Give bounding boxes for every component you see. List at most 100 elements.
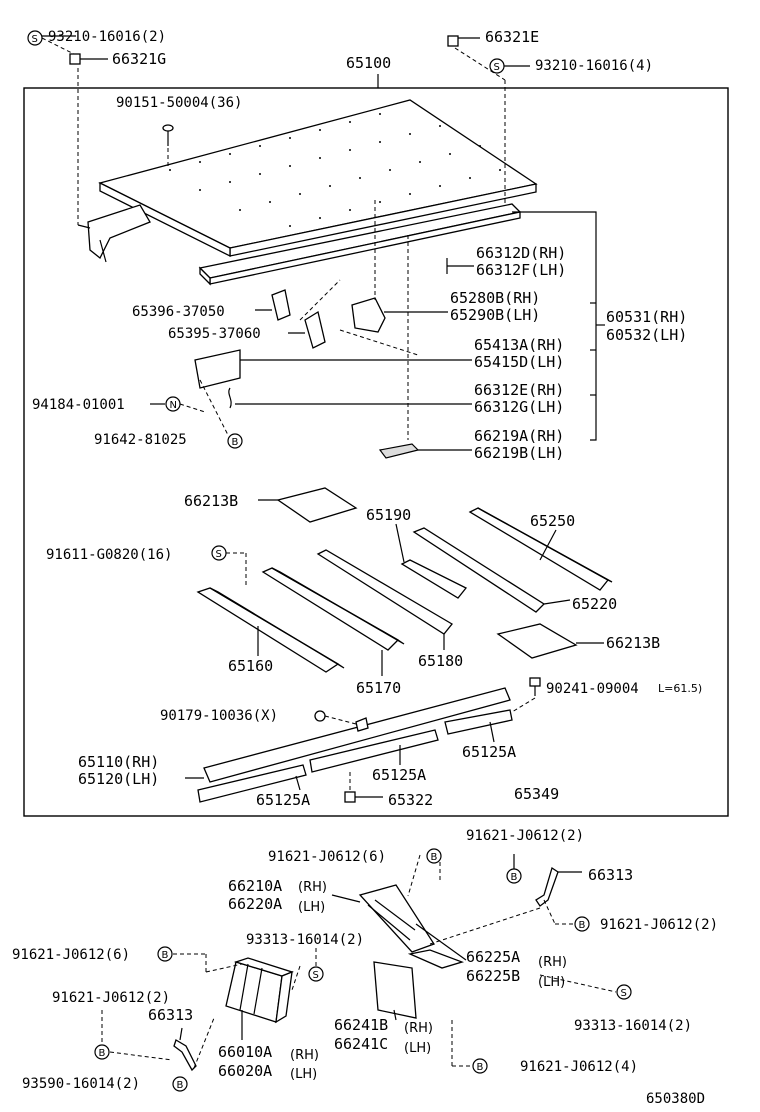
- svg-text:B: B: [431, 852, 438, 863]
- svg-text:N: N: [170, 400, 177, 411]
- label-66219b: 66219B(LH): [474, 444, 564, 462]
- label-65100: 65100: [346, 54, 391, 72]
- part-65170: [261, 567, 405, 676]
- symbol-b-1: B: [227, 433, 243, 449]
- label-91621-d: 91621-J0612(6): [12, 947, 130, 963]
- label-66313-left: 66313: [148, 1006, 193, 1024]
- label-66010a-side: (RH): [290, 1048, 319, 1063]
- assembly-frame: [23, 87, 729, 817]
- svg-text:B: B: [477, 1062, 484, 1073]
- bracket-65395: [288, 310, 326, 349]
- label-65190: 65190: [366, 506, 411, 524]
- label-91621-f: 91621-J0612(4): [520, 1059, 638, 1075]
- sill-65110: [185, 687, 511, 783]
- strip-66225a: [407, 923, 467, 969]
- label-65170: 65170: [356, 679, 401, 697]
- label-65125a-middle: 65125A: [372, 766, 426, 784]
- label-91621-a: 91621-J0612(2): [466, 828, 584, 844]
- label-66213b-a: 66213B: [184, 492, 238, 510]
- label-65280b: 65280B(RH): [450, 289, 540, 307]
- label-90241-length: L=61.5): [658, 682, 702, 695]
- label-60531: 60531(RH): [606, 308, 687, 326]
- label-65413a: 65413A(RH): [474, 336, 564, 354]
- label-93210-b: 93210-16016(4): [535, 58, 653, 74]
- label-66225b-side: (LH): [538, 975, 565, 990]
- label-90179: 90179-10036(X): [160, 708, 278, 724]
- label-65395: 65395-37060: [168, 326, 261, 342]
- label-93313-a: 93313-16014(2): [246, 932, 364, 948]
- bracket-65280b: [351, 297, 448, 333]
- label-65180: 65180: [418, 652, 463, 670]
- label-65250: 65250: [530, 512, 575, 530]
- label-66225a: 66225A: [466, 948, 520, 966]
- label-66241b-side: (RH): [404, 1021, 433, 1036]
- label-66241c: 66241C: [334, 1035, 388, 1053]
- pin-66312d: [446, 258, 474, 274]
- label-66312g: 66312G(LH): [474, 398, 564, 416]
- svg-text:S: S: [32, 34, 38, 45]
- label-65322: 65322: [388, 791, 433, 809]
- label-91642: 91642-81025: [94, 432, 187, 448]
- label-66313-right: 66313: [588, 866, 633, 884]
- label-65220: 65220: [572, 595, 617, 613]
- symbol-b-2: B: [426, 848, 442, 864]
- label-60532: 60532(LH): [606, 326, 687, 344]
- label-66225b: 66225B: [466, 967, 520, 985]
- symbol-n-1: N: [165, 396, 181, 412]
- part-65160: [196, 587, 345, 673]
- label-66312f: 66312F(LH): [476, 261, 566, 279]
- svg-text:S: S: [313, 970, 319, 981]
- label-65120: 65120(LH): [78, 770, 159, 788]
- label-65160: 65160: [228, 657, 273, 675]
- block-66219a: [378, 443, 472, 459]
- label-93313-b: 93313-16014(2): [574, 1018, 692, 1034]
- svg-text:B: B: [99, 1048, 106, 1059]
- label-90151: 90151-50004(36): [116, 95, 242, 111]
- part-65190: [395, 523, 468, 599]
- label-66220a-side: (LH): [298, 900, 325, 915]
- label-91611: 91611-G0820(16): [46, 547, 172, 563]
- symbol-b-7: B: [172, 1076, 188, 1092]
- part-65220: [412, 527, 571, 613]
- label-66321e: 66321E: [485, 28, 539, 46]
- symbol-b-6: B: [94, 1044, 110, 1060]
- hinge-bracket: [77, 68, 151, 263]
- label-65290b: 65290B(LH): [450, 306, 540, 324]
- svg-text:B: B: [177, 1080, 184, 1091]
- label-91621-e: 91621-J0612(2): [52, 990, 170, 1006]
- part-65125a-left: [197, 764, 307, 803]
- floor-panel: [98, 99, 538, 258]
- bracket-66210a: [331, 854, 435, 953]
- label-65415d: 65415D(LH): [474, 353, 564, 371]
- symbol-s-4: S: [308, 966, 324, 982]
- svg-text:S: S: [621, 988, 627, 999]
- label-65125a-right: 65125A: [462, 743, 516, 761]
- bracket-66313-left: [109, 1017, 215, 1072]
- label-66312d: 66312D(RH): [476, 244, 566, 262]
- label-66220a: 66220A: [228, 895, 282, 913]
- pad-66213b-top: [258, 487, 358, 523]
- symbol-b-4: B: [574, 916, 590, 932]
- pad-66213b-bottom: [496, 623, 604, 659]
- label-66241c-side: (LH): [404, 1041, 431, 1056]
- clip-66312e: [228, 387, 472, 409]
- label-66020a-side: (LH): [290, 1067, 317, 1082]
- svg-text:S: S: [494, 62, 500, 73]
- screw-90151: [162, 124, 174, 168]
- plate-66241b: [373, 961, 417, 1021]
- symbol-b-5: B: [157, 946, 173, 962]
- label-65396: 65396-37050: [132, 304, 225, 320]
- part-65180: [316, 549, 453, 650]
- part-65250: [468, 507, 613, 591]
- label-66225a-side: (RH): [538, 955, 567, 970]
- svg-text:B: B: [579, 920, 586, 931]
- svg-text:S: S: [216, 549, 222, 560]
- label-66241b: 66241B: [334, 1016, 388, 1034]
- label-91621-b: 91621-J0612(6): [268, 849, 386, 865]
- symbol-b-8: B: [472, 1058, 488, 1074]
- symbol-s-5: S: [616, 984, 632, 1000]
- svg-text:B: B: [511, 872, 518, 883]
- label-66213b-b: 66213B: [606, 634, 660, 652]
- part-65125a-right: [444, 709, 513, 743]
